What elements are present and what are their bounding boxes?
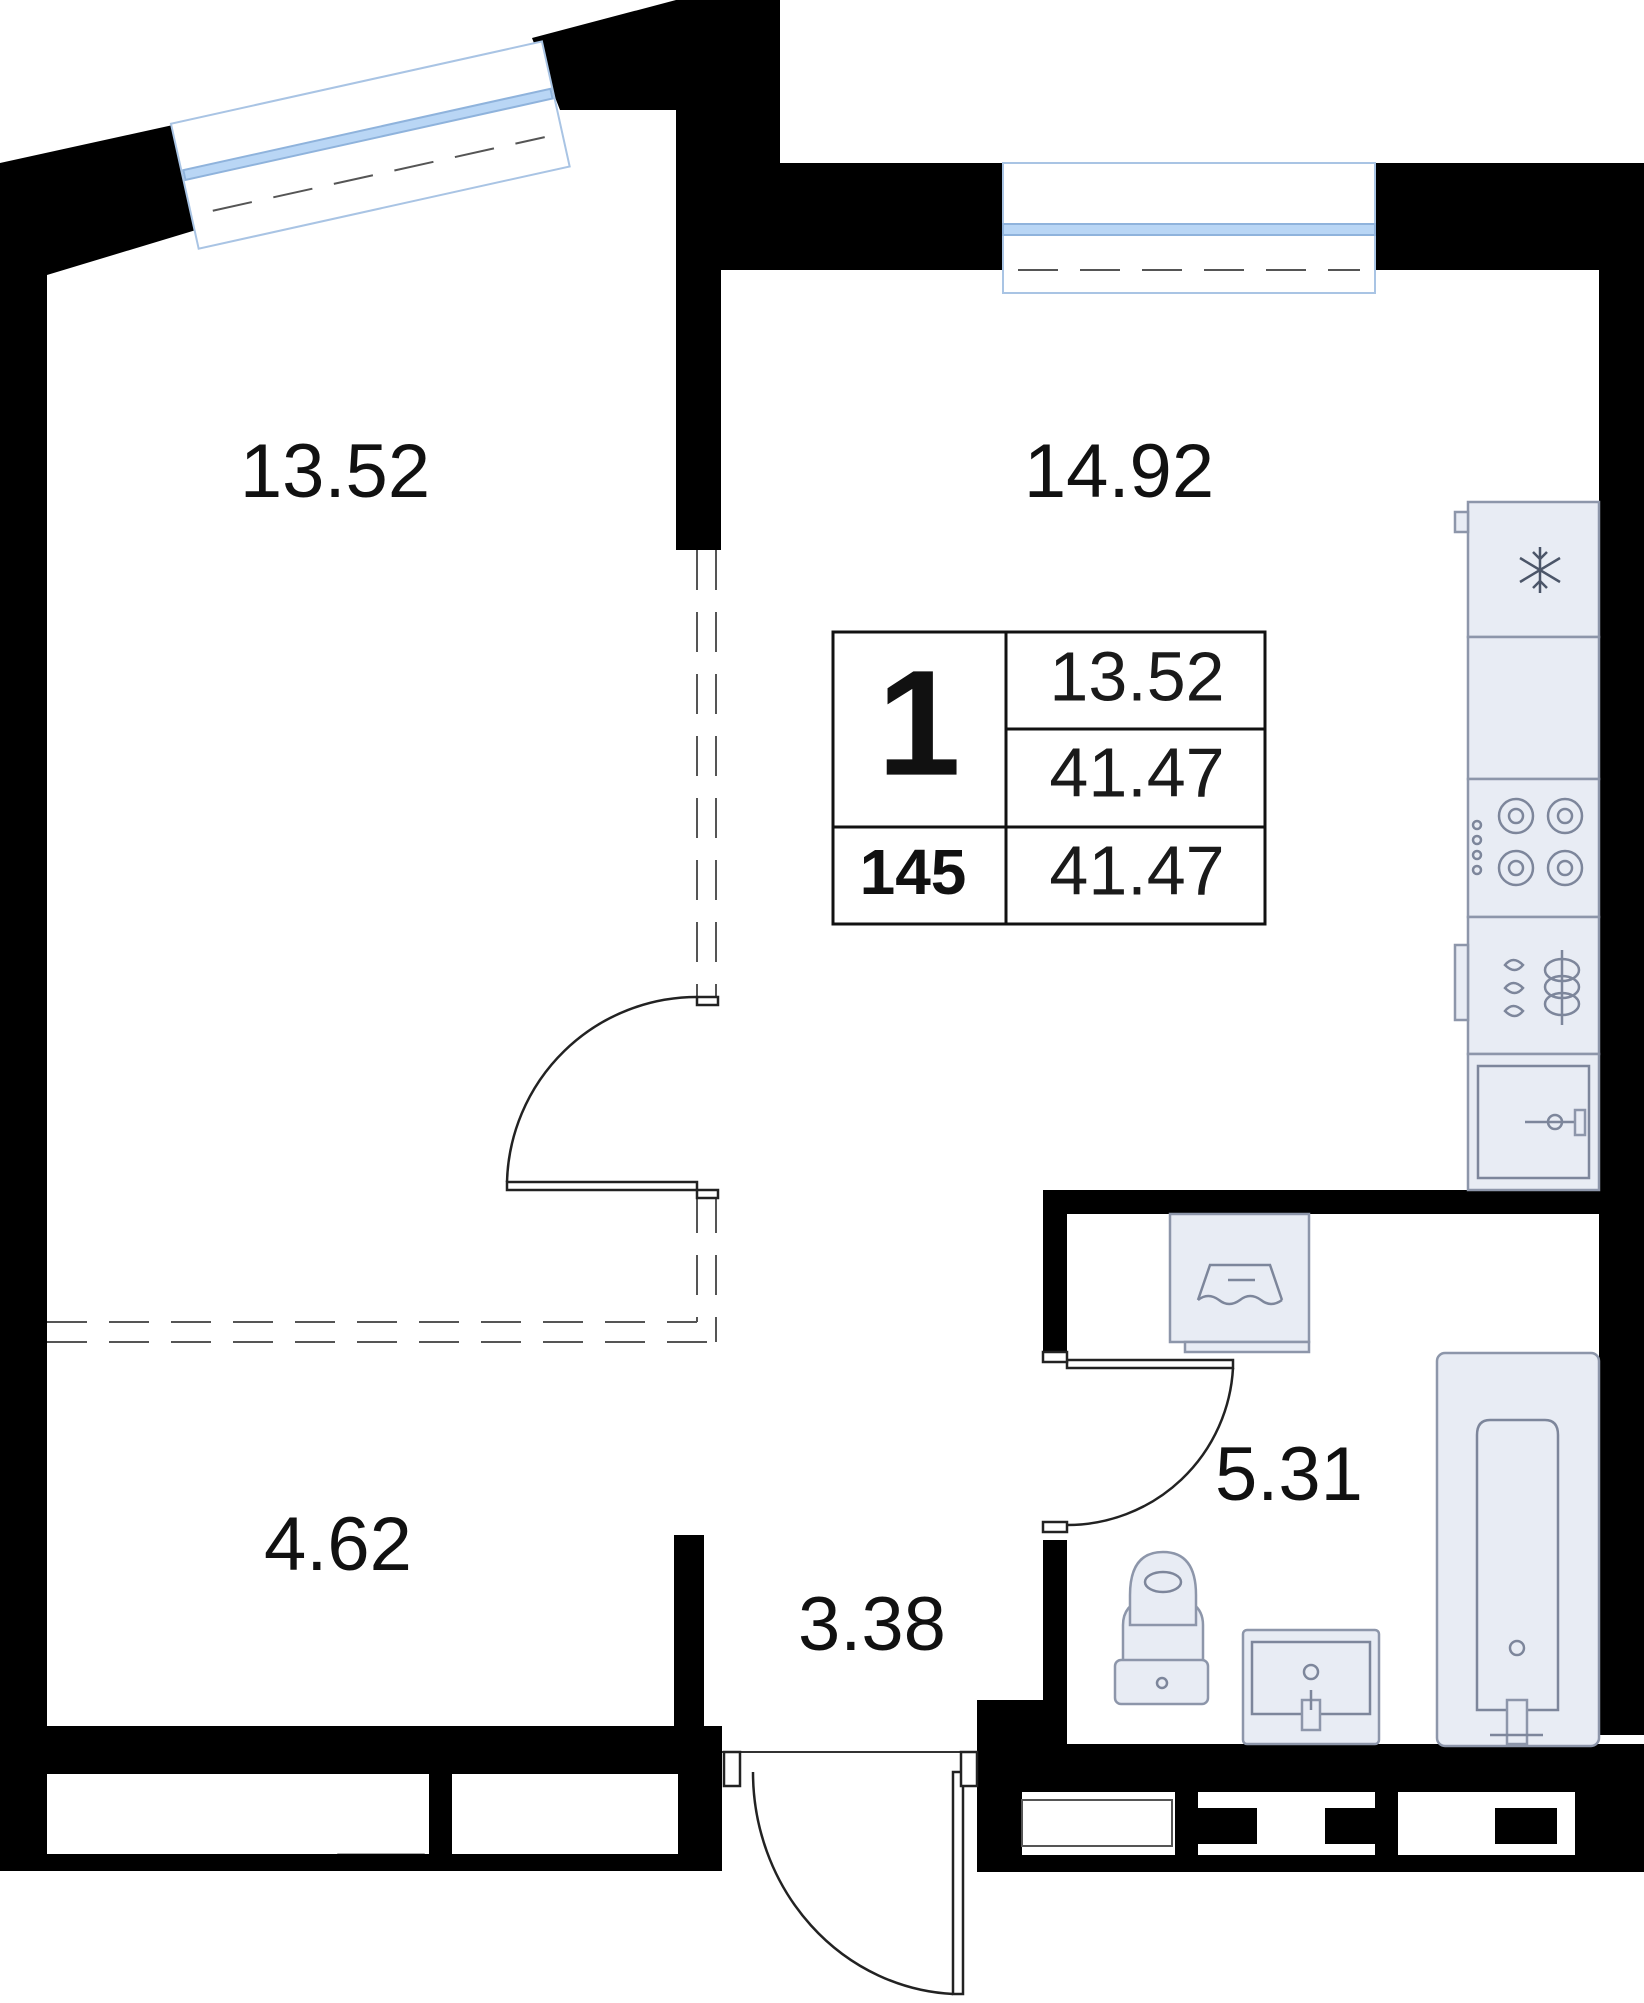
- kitchen-counter: [1466, 635, 1601, 781]
- entrance-threshold: [722, 1752, 977, 1772]
- balcony-left-endpost: [678, 1774, 722, 1854]
- area-bathroom: 5.31: [1215, 1432, 1363, 1517]
- window-top-left: [169, 40, 571, 250]
- wall-entrance-right: [977, 1700, 1043, 1745]
- door-bedroom-swing: [505, 995, 698, 1183]
- window-top-right: [1002, 162, 1376, 294]
- stove-icon: [1466, 777, 1601, 919]
- balcony-right-block-3: [1495, 1808, 1557, 1844]
- balcony-right-start: [977, 1792, 1022, 1872]
- bath-washer: [1168, 1212, 1311, 1354]
- wall-left: [0, 163, 47, 1735]
- balcony-right-block-2: [1325, 1808, 1387, 1844]
- fridge: [1453, 500, 1601, 639]
- door-bathroom-jamb-bottom: [1041, 1520, 1069, 1534]
- bathtub-icon: [1435, 1351, 1601, 1748]
- windows: [169, 40, 1376, 294]
- wall-corridor-left: [674, 1535, 704, 1730]
- door-entrance-leaf: [951, 1770, 965, 1996]
- wall-bath-top: [1043, 1190, 1644, 1214]
- zone-lines: [47, 550, 717, 1343]
- area-labels: 13.52 14.92 4.62 3.38 5.31: [240, 429, 1363, 1667]
- door-bathroom-leaf: [1065, 1358, 1235, 1370]
- bathroom-fixtures: [1113, 1212, 1601, 1748]
- wall-bath-left-a: [1043, 1190, 1067, 1352]
- balcony-right-panel: [1021, 1799, 1173, 1847]
- door-bedroom-jamb-bottom: [695, 1188, 720, 1200]
- wall-right: [1599, 163, 1644, 1735]
- door-bedroom-leaf: [505, 1180, 699, 1192]
- door-entrance-jamb-right: [959, 1750, 979, 1788]
- wall-bottom-right: [977, 1744, 1644, 1792]
- wall-divider-vertical: [676, 110, 721, 550]
- wall-top-right-a: [720, 163, 1003, 270]
- kitchen-fixtures: [1453, 500, 1601, 1192]
- balcony-right-end: [1575, 1792, 1644, 1855]
- door-entrance-swing: [751, 1771, 954, 1996]
- area-corridor: 3.38: [798, 1582, 946, 1667]
- door-bathroom-jamb-top: [1041, 1350, 1069, 1364]
- doors: [505, 995, 1235, 1996]
- summary-box: 1 145 13.52 41.47 41.47: [831, 630, 1267, 926]
- door-bathroom-swing: [1066, 1367, 1235, 1527]
- summary-rooms-count: 1: [877, 639, 960, 807]
- door-entrance-jamb-left: [722, 1750, 742, 1788]
- summary-total-area: 41.47: [1049, 733, 1224, 811]
- washer-icon: [1453, 915, 1601, 1056]
- balcony-left-opening-a: [47, 1774, 429, 1854]
- washbasin-icon: [1241, 1628, 1381, 1746]
- snowflake-icon: [1519, 547, 1561, 593]
- summary-apartment-number: 145: [860, 836, 967, 908]
- area-room-left: 13.52: [240, 429, 430, 514]
- balcony-left-bottom: [0, 1854, 722, 1871]
- summary-frame: [831, 630, 1267, 926]
- wall-entrance-left: [704, 1726, 722, 1774]
- balcony-right-post-1: [1175, 1792, 1198, 1855]
- balcony-right-bottom: [1022, 1855, 1644, 1872]
- toilet-icon: [1113, 1550, 1210, 1706]
- sink-icon: [1466, 1052, 1601, 1192]
- summary-total-area-2: 41.47: [1049, 831, 1224, 909]
- wall-bath-left-b: [1043, 1540, 1067, 1745]
- area-hall-left: 4.62: [264, 1502, 412, 1587]
- summary-living-area: 13.52: [1049, 637, 1224, 715]
- wall-bottom-left: [0, 1726, 722, 1774]
- wall-top-left: [0, 125, 196, 280]
- balcony-left-mullion: [429, 1774, 452, 1854]
- balcony-left-opening-b: [452, 1774, 678, 1854]
- door-bedroom-jamb-top: [695, 995, 720, 1007]
- area-kitchen-living: 14.92: [1024, 429, 1214, 514]
- balcony-right-block-1: [1195, 1808, 1257, 1844]
